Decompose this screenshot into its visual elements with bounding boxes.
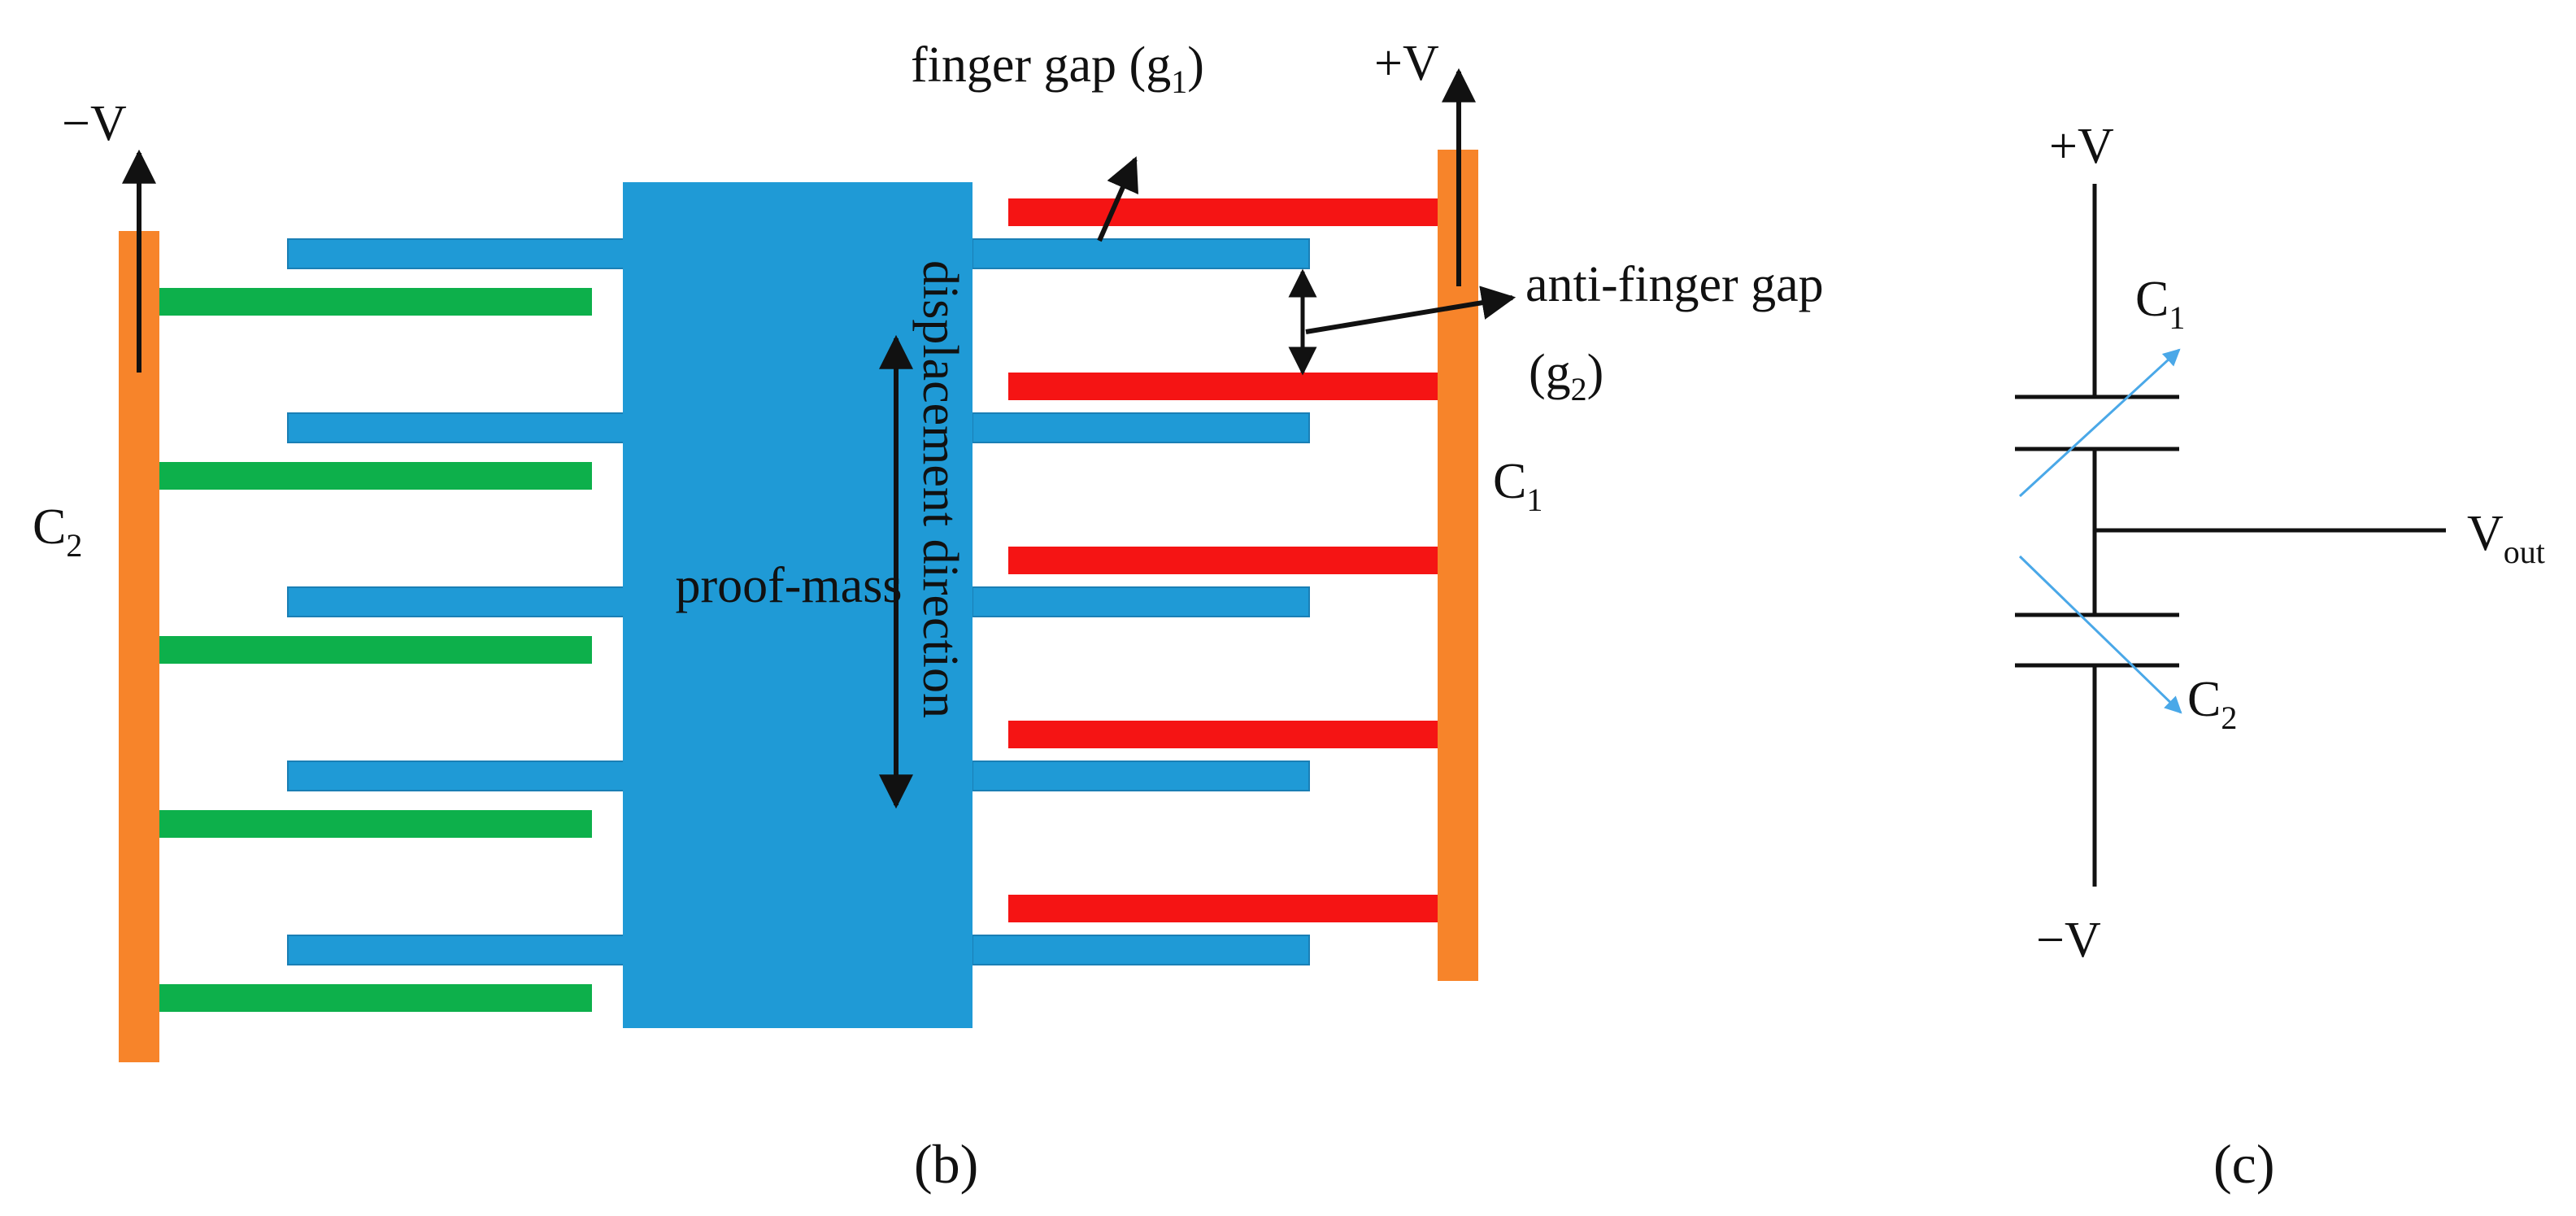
anti-finger-gap-symbol: (g2)	[1529, 345, 1603, 408]
right-fixed-finger	[1008, 547, 1438, 574]
caption-b: (b)	[914, 1133, 978, 1195]
proof-mass-label: proof-mass	[676, 558, 903, 613]
finger-gap-leader	[1097, 156, 1138, 242]
right-anchor	[1438, 150, 1478, 981]
c1-variable-arrow	[2018, 348, 2181, 498]
right-fixed-finger	[1008, 895, 1438, 922]
displacement-label: displacement direction	[912, 260, 968, 718]
circuit-neg-v-label: −V	[2036, 913, 2101, 968]
pos-v-label: +V	[1374, 36, 1439, 91]
panel-c: C1 C2 Vout +V −V (c)	[2015, 119, 2545, 1195]
anti-finger-gap-leader	[1305, 285, 1516, 334]
panel-b: proof-mass displacement direction −V +V …	[33, 36, 1824, 1195]
right-fixed-fingers	[1008, 198, 1438, 922]
mass-finger-left	[287, 935, 625, 965]
right-fixed-finger	[1008, 198, 1438, 226]
mass-finger-right	[972, 935, 1310, 965]
right-fixed-finger	[1008, 721, 1438, 748]
proof-mass-fingers	[287, 238, 1310, 965]
caption-c: (c)	[2213, 1133, 2274, 1195]
c2-variable-arrow	[2018, 555, 2182, 714]
finger-gap-label: finger gap (g1)	[911, 37, 1204, 100]
c2-label: C2	[33, 499, 82, 564]
neg-v-label: −V	[62, 96, 127, 151]
left-fixed-finger	[159, 288, 592, 316]
mass-finger-left	[287, 586, 625, 617]
proof-mass	[623, 182, 973, 1028]
mass-finger-right	[972, 238, 1310, 269]
mass-finger-left	[287, 412, 625, 443]
mass-finger-right	[972, 412, 1310, 443]
anti-finger-gap-label: anti-finger gap	[1525, 257, 1824, 312]
left-fixed-fingers	[159, 288, 592, 1012]
vout-label: Vout	[2467, 506, 2545, 570]
circuit-c1-label: C1	[2135, 272, 2185, 336]
right-fixed-finger	[1008, 373, 1438, 400]
mass-finger-left	[287, 761, 625, 791]
circuit-pos-v-label: +V	[2049, 119, 2114, 174]
mass-finger-right	[972, 586, 1310, 617]
left-fixed-finger	[159, 636, 592, 664]
mass-finger-left	[287, 238, 625, 269]
left-fixed-finger	[159, 810, 592, 838]
mass-finger-right	[972, 761, 1310, 791]
c1-label: C1	[1493, 454, 1543, 518]
circuit-c2-label: C2	[2187, 672, 2237, 736]
left-fixed-finger	[159, 984, 592, 1012]
left-fixed-finger	[159, 462, 592, 490]
